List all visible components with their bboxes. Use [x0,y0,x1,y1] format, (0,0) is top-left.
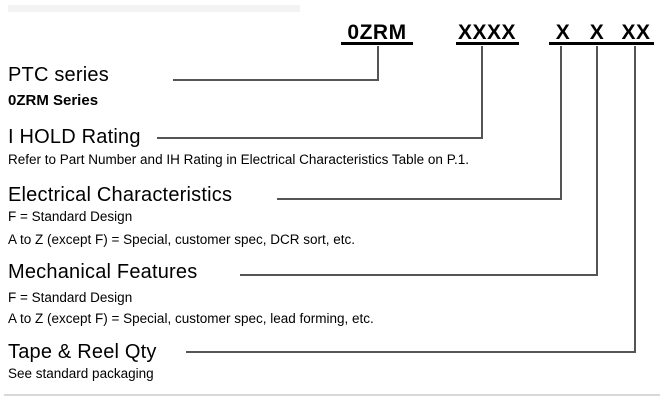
section-line1-mech: F = Standard Design [8,290,133,305]
underline-ihold [456,42,519,45]
section-line2-elec: A to Z (except F) = Special, customer sp… [8,232,355,247]
connector-ptc-horizontal [173,79,379,81]
connector-ihold-vertical [481,46,483,139]
section-desc-tape: See standard packaging [8,366,154,381]
connector-ptc-vertical [377,46,379,81]
code-segment-series: 0ZRM [347,21,407,44]
code-segment-ihold: XXXX [457,21,517,44]
connector-mech-horizontal [240,274,598,276]
underline-series [341,42,413,45]
faint-top-artifact-rule [8,5,300,12]
section-title-elec: Electrical Characteristics [8,184,233,206]
section-desc-ihold: Refer to Part Number and IH Rating in El… [8,152,469,167]
code-segment-elec: X [555,21,571,44]
section-line1-elec: F = Standard Design [8,209,133,224]
section-line2-mech: A to Z (except F) = Special, customer sp… [8,311,374,326]
code-segment-tape: XX [621,21,651,44]
section-title-tape: Tape & Reel Qty [8,341,157,363]
connector-elec-horizontal [277,198,562,200]
bottom-divider-rule [4,394,660,396]
connector-tape-vertical [634,46,636,353]
section-title-ihold: I HOLD Rating [8,126,141,148]
section-subtitle-ptc: 0ZRM Series [8,92,99,109]
connector-tape-horizontal [186,351,636,353]
section-title-ptc: PTC series [8,64,109,86]
code-segment-mech: X [589,21,605,44]
connector-ihold-horizontal [157,137,483,139]
connector-elec-vertical [560,46,562,200]
connector-mech-vertical [596,46,598,276]
underline-suffix [549,42,654,45]
section-title-mech: Mechanical Features [8,261,198,283]
